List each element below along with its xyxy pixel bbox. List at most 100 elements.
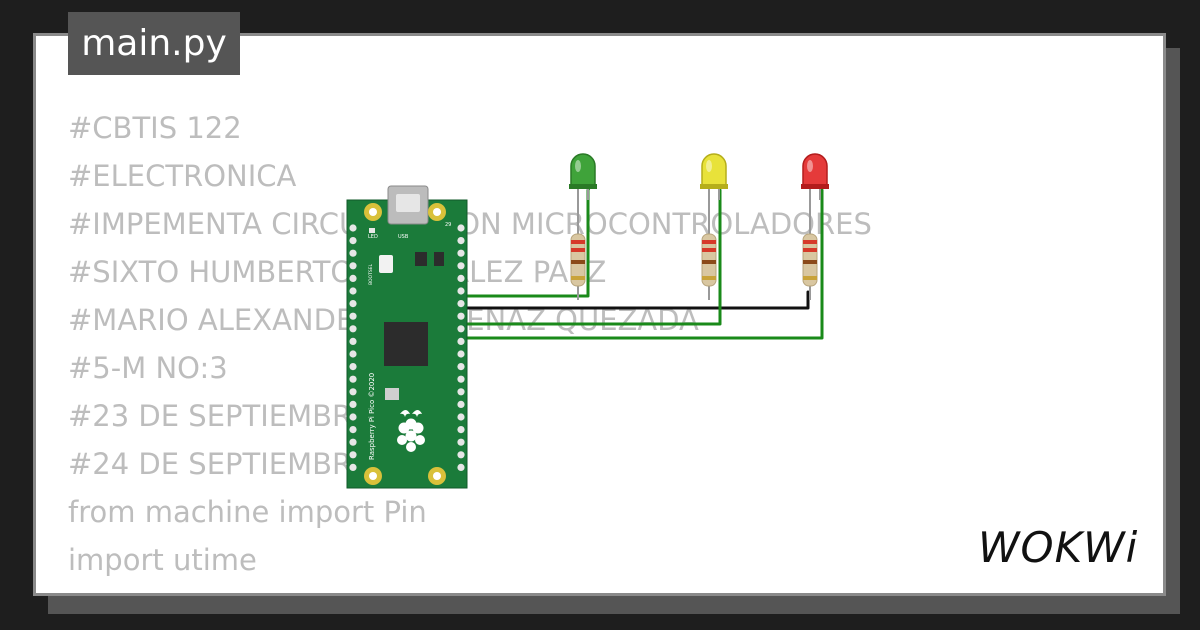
pico-usb-connector — [387, 185, 429, 225]
led-body — [701, 153, 727, 187]
pin-pad[interactable] — [457, 463, 465, 471]
resistor-band — [571, 248, 585, 252]
pin-pad[interactable] — [349, 274, 357, 282]
led-base — [700, 184, 728, 189]
resistor[interactable] — [701, 205, 717, 300]
components — [569, 153, 829, 300]
file-tab[interactable]: main.py — [68, 12, 240, 75]
code-line: #SIXTO HUMBERTO GONZALEZ PAEZ — [68, 255, 607, 289]
raspberry-logo-icon — [397, 410, 425, 452]
pin-pad[interactable] — [457, 224, 465, 232]
pin-pad[interactable] — [349, 224, 357, 232]
pin-pad[interactable] — [349, 249, 357, 257]
led-body — [802, 153, 828, 187]
pico-pins-left — [349, 224, 357, 471]
pico-onboard-led — [369, 228, 375, 233]
resistor-band — [571, 260, 585, 264]
resistor-band — [803, 260, 817, 264]
pico-mounting-holes — [364, 203, 446, 485]
pin-pad[interactable] — [349, 400, 357, 408]
code-line: #23 DE SEPTIEMBRE — [68, 399, 371, 433]
wires — [456, 184, 824, 340]
pin-pad[interactable] — [457, 363, 465, 371]
resistor-band — [702, 260, 716, 264]
pin-pad[interactable] — [457, 274, 465, 282]
resistor[interactable] — [570, 205, 586, 300]
resistor-band — [702, 248, 716, 252]
wire-green-led1[interactable] — [456, 184, 592, 298]
pin-pad[interactable] — [457, 388, 465, 396]
pin-pad[interactable] — [349, 463, 357, 471]
pico-bootsel-button[interactable] — [379, 255, 393, 273]
pin-pad[interactable] — [349, 438, 357, 446]
pin-pad[interactable] — [349, 413, 357, 421]
wire-green-led3[interactable] — [456, 184, 824, 340]
led-highlight — [575, 160, 581, 172]
pin-pad[interactable] — [349, 312, 357, 320]
code-line: #ELECTRONICA — [68, 159, 297, 193]
pin-pad[interactable] — [457, 300, 465, 308]
pin-pad[interactable] — [457, 325, 465, 333]
pin-pad[interactable] — [349, 388, 357, 396]
led-base — [801, 184, 829, 189]
pin-pad[interactable] — [457, 312, 465, 320]
pin-pad[interactable] — [457, 451, 465, 459]
resistor-band — [803, 240, 817, 244]
pico-rp2040-chip — [384, 322, 428, 366]
code-line: #24 DE SEPTIEMBRE — [68, 447, 371, 481]
code-line: from machine import Pin — [68, 495, 427, 529]
pin-pad[interactable] — [457, 287, 465, 295]
wire-black-ground[interactable] — [456, 290, 810, 310]
pico-crystal — [385, 388, 399, 400]
pico-regulator-chip — [434, 252, 444, 266]
pin-pad[interactable] — [457, 426, 465, 434]
preview-card — [33, 33, 1166, 596]
pin-pad[interactable] — [457, 413, 465, 421]
pico-led-label: LED — [368, 234, 378, 240]
raspberry-pi-pico-board[interactable]: LED USB 29 BOOTSEL Raspberry Pi Pico ©20… — [346, 185, 468, 489]
pico-flash-chip — [415, 252, 427, 266]
pin-pad[interactable] — [349, 237, 357, 245]
pin-pad[interactable] — [349, 300, 357, 308]
pin-pad[interactable] — [349, 451, 357, 459]
pin-pad[interactable] — [349, 426, 357, 434]
code-line: import utime — [68, 543, 257, 577]
led-body — [570, 153, 596, 187]
pico-name-label: Raspberry Pi Pico ©2020 — [368, 373, 376, 460]
resistor-band — [571, 276, 585, 280]
pin-pad[interactable] — [457, 400, 465, 408]
pin-pad[interactable] — [457, 262, 465, 270]
pico-bootsel-label: BOOTSEL — [368, 263, 374, 285]
resistor[interactable] — [802, 205, 818, 300]
led-green[interactable] — [569, 153, 597, 205]
resistor-band — [803, 248, 817, 252]
pin-pad[interactable] — [457, 350, 465, 358]
pin-pad[interactable] — [349, 325, 357, 333]
pin-pad[interactable] — [457, 375, 465, 383]
resistor-band — [571, 240, 585, 244]
pico-pin-label: 29 — [445, 222, 451, 228]
wokwi-logo-text: WOKWi — [978, 524, 1138, 572]
pin-pad[interactable] — [349, 287, 357, 295]
resistor-band — [803, 276, 817, 280]
resistor-band — [702, 240, 716, 244]
pin-pad[interactable] — [349, 363, 357, 371]
pin-pad[interactable] — [349, 375, 357, 383]
led-red[interactable] — [801, 153, 829, 205]
code-line: #CBTIS 122 — [68, 111, 242, 145]
led-yellow[interactable] — [700, 153, 728, 205]
led-highlight — [807, 160, 813, 172]
resistor-band — [702, 276, 716, 280]
pin-pad[interactable] — [457, 438, 465, 446]
wokwi-logo: WOKWi — [978, 524, 1138, 572]
led-base — [569, 184, 597, 189]
pin-pad[interactable] — [349, 350, 357, 358]
pico-pins-right — [457, 224, 465, 471]
pin-pad[interactable] — [457, 237, 465, 245]
pin-pad[interactable] — [457, 249, 465, 257]
pin-pad[interactable] — [457, 337, 465, 345]
pin-pad[interactable] — [349, 262, 357, 270]
led-highlight — [706, 160, 712, 172]
pin-pad[interactable] — [349, 337, 357, 345]
